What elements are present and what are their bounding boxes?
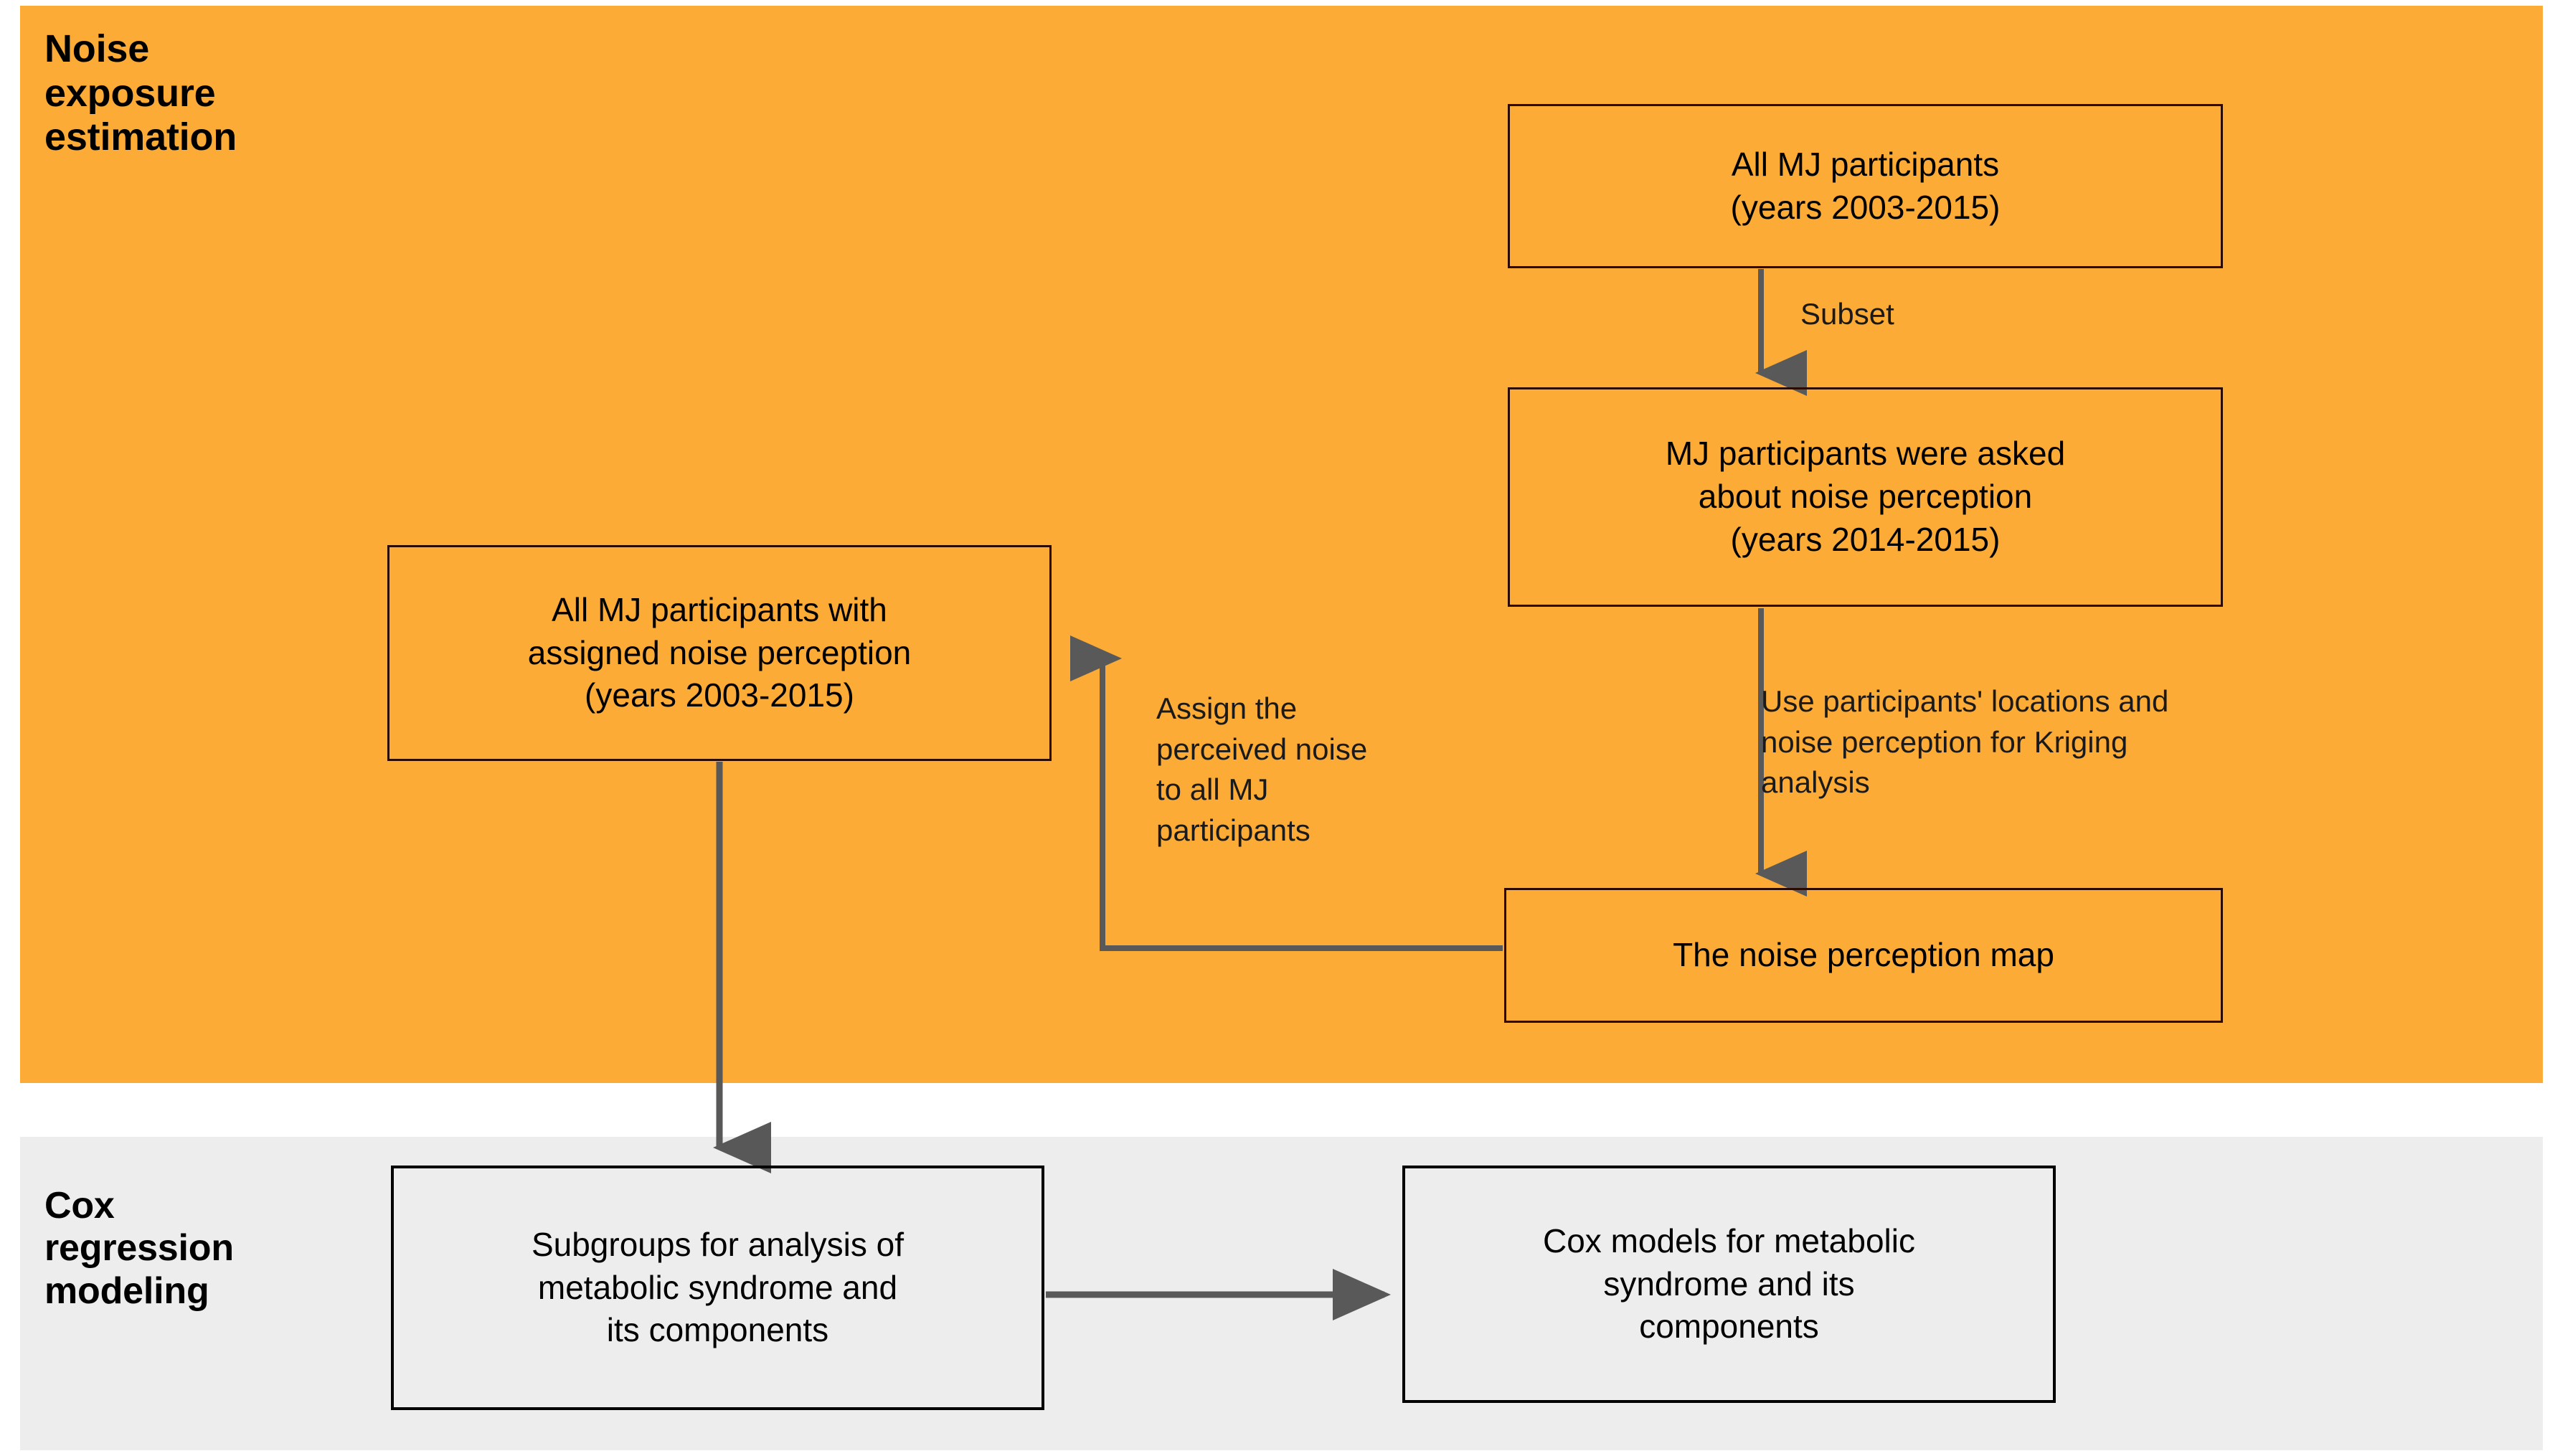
- edge-label-assign-perceived-noise: Assign the perceived noise to all MJ par…: [1156, 691, 1368, 848]
- node-mj-participants-asked-noise-perception[interactable]: MJ participants were asked about noise p…: [1508, 387, 2223, 607]
- edge-label-kriging-analysis: Use participants' locations and noise pe…: [1761, 684, 2169, 800]
- section-title-cox-regression-modeling: Cox regression modeling: [44, 1185, 234, 1312]
- edge-label-subset: Subset: [1800, 297, 1894, 331]
- node-cox-models[interactable]: Cox models for metabolic syndrome and it…: [1402, 1166, 2056, 1403]
- node-all-mj-participants-with-assigned-noise-perception[interactable]: All MJ participants with assigned noise …: [387, 545, 1052, 761]
- node-subgroups-for-analysis[interactable]: Subgroups for analysis of metabolic synd…: [391, 1166, 1044, 1410]
- node-all-mj-participants[interactable]: All MJ participants (years 2003-2015): [1508, 104, 2223, 268]
- section-title-noise-exposure-estimation: Noise exposure estimation: [44, 27, 237, 159]
- node-noise-perception-map[interactable]: The noise perception map: [1504, 888, 2223, 1023]
